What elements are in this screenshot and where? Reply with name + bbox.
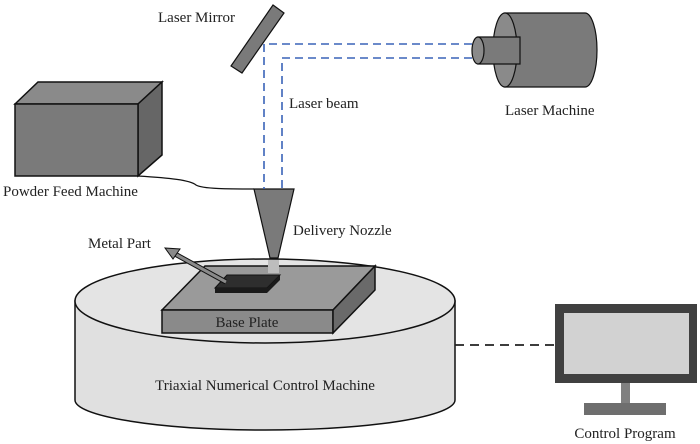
label-control-program: Control Program bbox=[574, 426, 676, 442]
powder-feed-machine bbox=[13, 80, 255, 190]
label-laser-beam: Laser beam bbox=[289, 96, 359, 112]
label-metal-part: Metal Part bbox=[88, 236, 152, 252]
metal-part bbox=[213, 274, 282, 293]
label-cnc-machine: Triaxial Numerical Control Machine bbox=[155, 378, 375, 394]
laser-mirror bbox=[230, 4, 285, 74]
metal-part-arrow bbox=[163, 247, 228, 285]
label-laser-machine: Laser Machine bbox=[505, 103, 595, 119]
delivery-nozzle bbox=[253, 188, 295, 273]
control-monitor bbox=[555, 304, 697, 415]
laser-machine bbox=[471, 12, 598, 88]
laser-beam bbox=[263, 43, 472, 189]
label-laser-mirror: Laser Mirror bbox=[158, 10, 235, 26]
label-base-plate: Base Plate bbox=[216, 315, 279, 331]
powder-feed-line bbox=[137, 175, 255, 190]
label-delivery-nozzle: Delivery Nozzle bbox=[293, 223, 392, 239]
label-powder-feed-machine: Powder Feed Machine bbox=[3, 184, 138, 200]
